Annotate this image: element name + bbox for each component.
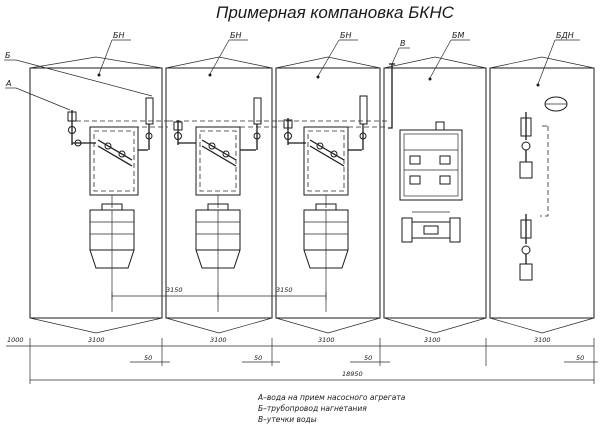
dim-gap-1: 50 <box>144 354 152 362</box>
legend: А–вода на прием насосного агрегата Б–тру… <box>257 393 406 424</box>
pump-3-frame <box>303 126 349 196</box>
dim-gap-2: 50 <box>254 354 262 362</box>
block-bn-2-floor <box>165 317 273 334</box>
dim-bdn: 3100 <box>534 336 551 344</box>
label-bdn: БДН <box>556 31 574 40</box>
block-bn-1-roof <box>29 56 163 69</box>
drain-pipe-v <box>388 63 395 129</box>
label-bn-1: БН <box>113 31 125 40</box>
label-bm: БМ <box>452 31 464 40</box>
block-bn-1 <box>29 67 163 319</box>
pump-unit-1 <box>67 97 168 312</box>
block-bn-3 <box>275 67 381 319</box>
marker-v: В <box>400 39 406 48</box>
block-labels: БН БН БН БМ БДН <box>97 31 580 87</box>
marker-b: Б <box>5 51 11 60</box>
block-bn-1-floor <box>29 317 163 334</box>
dim-bn-1: 3100 <box>88 336 105 344</box>
dim-gap-3: 50 <box>364 354 372 362</box>
block-bm <box>383 67 487 319</box>
bdn-motor-top <box>519 161 533 179</box>
bm-equipment <box>399 121 463 243</box>
dim-pipe-2: 3150 <box>276 286 293 294</box>
block-bdn <box>489 67 595 319</box>
dim-bn-3: 3100 <box>318 336 335 344</box>
drawing-title: Примерная компановка БКНС <box>216 3 455 22</box>
bm-unit <box>411 221 451 239</box>
legend-a: А–вода на прием насосного агрегата <box>257 393 406 402</box>
label-bn-3: БН <box>340 31 352 40</box>
block-bdn-floor <box>489 317 595 334</box>
pump-unit-3 <box>278 95 388 312</box>
legend-v: В–утечки воды <box>258 415 317 424</box>
dim-gap-4: 50 <box>576 354 584 362</box>
marker-a: А <box>5 79 11 88</box>
control-cabinet <box>399 129 463 201</box>
label-bn-2: БН <box>230 31 242 40</box>
pump-2-frame <box>195 126 241 196</box>
dim-bm: 3100 <box>424 336 441 344</box>
pipe-spacing-dims: 3150 3150 <box>111 286 327 300</box>
block-outlines <box>29 56 595 334</box>
block-bn-3-roof <box>275 56 381 69</box>
pipe-markers: Б А В <box>4 39 410 111</box>
block-bn-2-roof <box>165 56 273 69</box>
dim-left-edge: 1000 <box>7 336 24 344</box>
block-bn-3-floor <box>275 317 381 334</box>
block-bm-floor <box>383 317 487 334</box>
block-bm-roof <box>383 56 487 69</box>
bdn-motor-bottom <box>519 263 533 281</box>
dim-total: 18950 <box>342 370 363 378</box>
block-bdn-roof <box>489 56 595 69</box>
bottom-dimensions: 1000 3100 3100 3100 3100 3100 50 50 50 5… <box>6 336 598 384</box>
pump-1-frame <box>89 126 139 196</box>
pump-unit-2 <box>168 97 278 312</box>
block-bn-2 <box>165 67 273 319</box>
bdn-equipment <box>519 96 568 281</box>
dim-bn-2: 3100 <box>210 336 227 344</box>
legend-b: Б–трубопровод нагнетания <box>258 404 367 413</box>
dim-pipe-1: 3150 <box>166 286 183 294</box>
